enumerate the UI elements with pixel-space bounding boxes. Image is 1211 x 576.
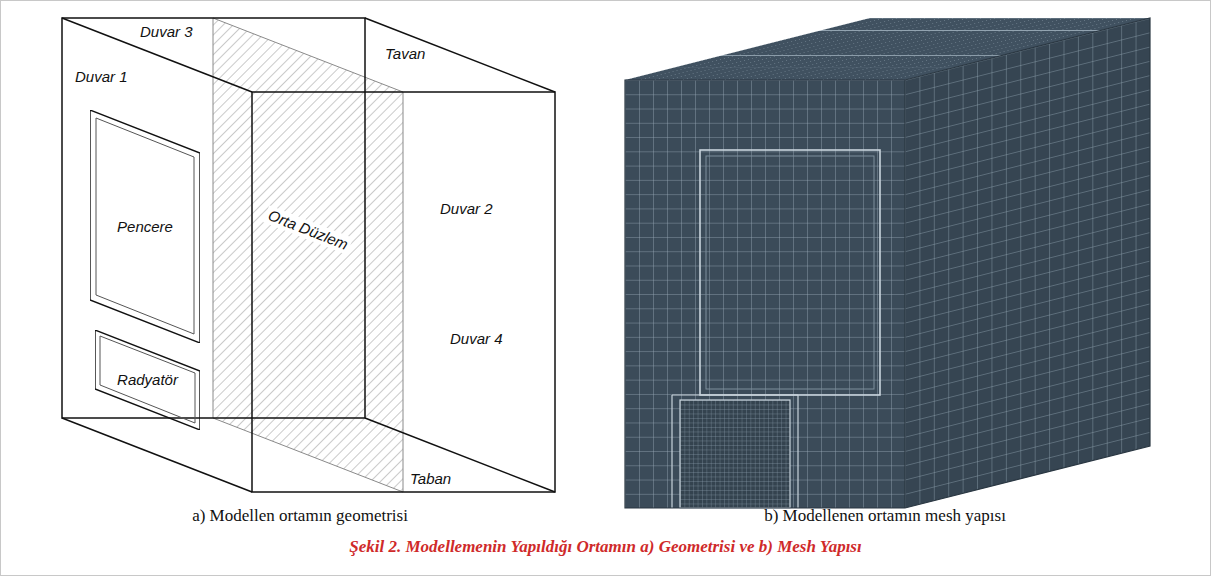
subfigure-caption: a) Modellen ortamın geometrisi: [192, 506, 408, 526]
wall-label: Duvar 2: [440, 200, 493, 218]
ceiling-label: Tavan: [385, 45, 425, 63]
figure-caption: Şekil 2. Modellemenin Yapıldığı Ortamın …: [0, 537, 1211, 557]
window-frame: Pencere: [90, 110, 200, 343]
subfigure-caption: b) Modellenen ortamın mesh yapısı: [764, 506, 1006, 526]
mesh-box: [625, 18, 1150, 508]
node-text: Pencere: [117, 218, 173, 236]
wall-label: Duvar 1: [75, 68, 128, 86]
radiator-box: Radyatör: [95, 330, 200, 430]
node-text: Radyatör: [117, 371, 178, 389]
wall-label: Duvar 4: [450, 330, 503, 348]
wall-label: Duvar 3: [140, 23, 193, 41]
room-wireframe: [62, 18, 555, 492]
floor-label: Taban: [410, 470, 451, 488]
